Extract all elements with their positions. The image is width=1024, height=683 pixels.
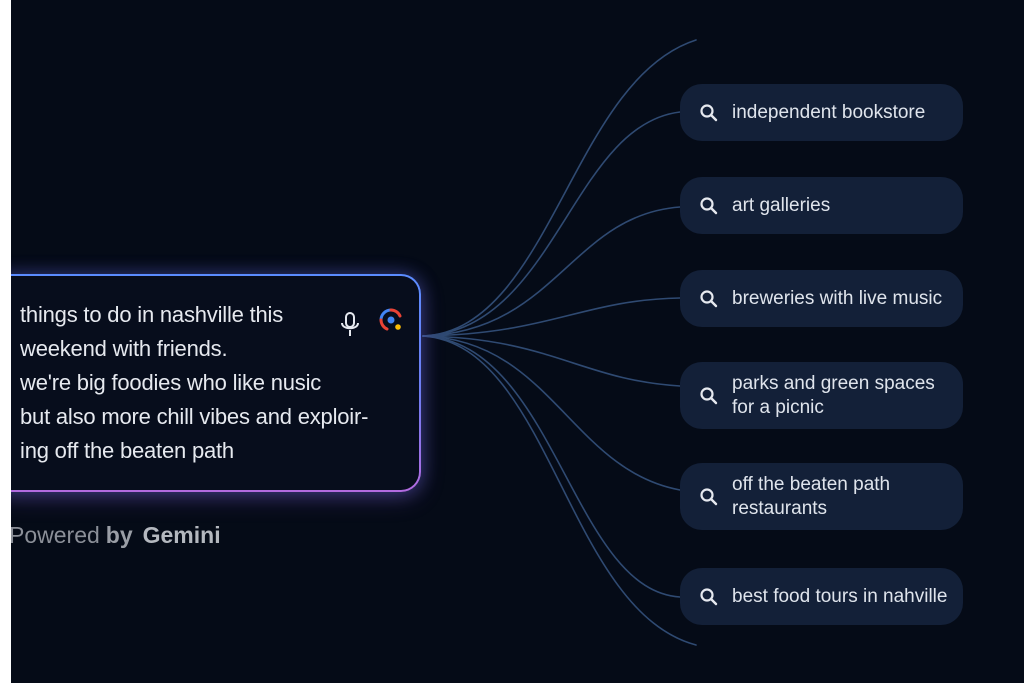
suggestion-label: art galleries	[732, 194, 830, 218]
query-line: weekend with friends.	[20, 336, 228, 361]
search-icon	[700, 196, 718, 214]
microphone-icon[interactable]	[339, 310, 361, 340]
powered-text: Powered	[11, 522, 100, 548]
query-line: ing off the beaten path	[20, 438, 234, 463]
suggestion-text: independent bookstore	[732, 101, 926, 123]
suggestion-label: parks and green spaces for a picnic	[732, 372, 935, 420]
connector-lines	[422, 39, 697, 646]
suggestion-text: best food tours in nahville	[732, 585, 948, 607]
suggestion-text: breweries with live music	[732, 287, 943, 309]
canvas: things to do in nashville this weekend w…	[11, 0, 1024, 683]
gemini-brand: Gemini	[142, 522, 221, 548]
suggestion-text: art galleries	[732, 194, 831, 216]
search-icon	[700, 289, 718, 307]
query-line: we're big foodies who like nusic	[20, 370, 322, 395]
suggestion-text: off the beaten path	[732, 473, 891, 495]
suggestion-chip-breweries[interactable]: breweries with live music	[680, 270, 963, 327]
suggestion-label: best food tours in nahville	[732, 585, 947, 609]
search-icon	[700, 386, 718, 404]
query-box-inner: things to do in nashville this weekend w…	[11, 276, 419, 490]
suggestion-label: breweries with live music	[732, 287, 942, 311]
suggestion-chip-food-tours[interactable]: best food tours in nahville	[680, 568, 963, 625]
by-text: by	[105, 522, 133, 548]
search-icon	[700, 103, 718, 121]
suggestion-text: parks and green spaces	[732, 372, 935, 394]
suggestion-label: off the beaten path restaurants	[732, 473, 890, 521]
search-icon	[700, 487, 718, 505]
suggestion-label: independent bookstore	[732, 101, 925, 125]
suggestion-chip-restaurants[interactable]: off the beaten path restaurants	[680, 463, 963, 530]
suggestion-chip-parks[interactable]: parks and green spaces for a picnic	[680, 362, 963, 429]
search-query-box[interactable]: things to do in nashville this weekend w…	[11, 274, 421, 492]
suggestion-text: restaurants	[732, 497, 828, 519]
suggestion-chip-independent-bookstore[interactable]: independent bookstore	[680, 84, 963, 141]
google-lens-icon[interactable]	[378, 307, 404, 333]
search-icon	[700, 587, 718, 605]
suggestion-chip-art-galleries[interactable]: art galleries	[680, 177, 963, 234]
suggestion-text: for a picnic	[732, 396, 824, 418]
query-line: but also more chill vibes and exploir-	[20, 404, 369, 429]
query-text[interactable]: things to do in nashville this weekend w…	[20, 298, 369, 468]
query-line: things to do in nashville this	[20, 302, 284, 327]
